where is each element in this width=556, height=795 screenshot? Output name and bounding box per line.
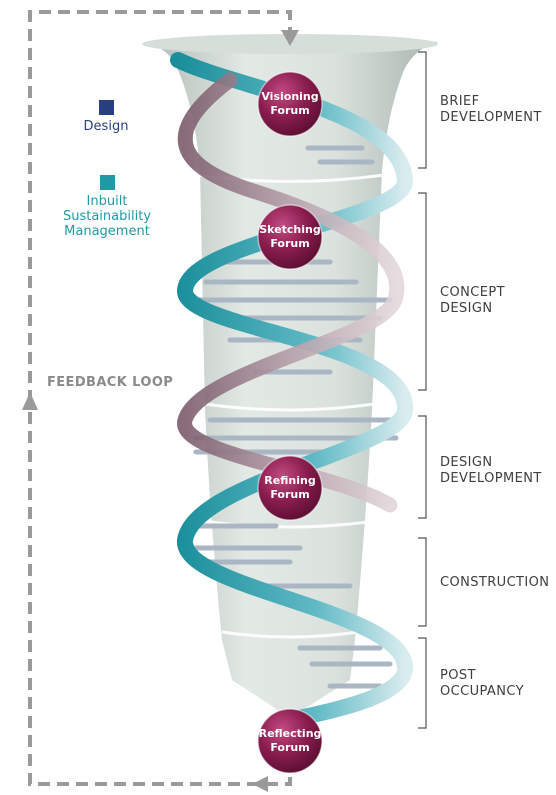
stage-brackets xyxy=(418,51,427,729)
forum-refining-label: Refining Forum xyxy=(264,474,316,501)
feedback-loop-label: FEEDBACK LOOP xyxy=(47,375,174,390)
stage-design-development: DESIGN DEVELOPMENT xyxy=(440,455,542,486)
legend-sustainability: Inbuilt Sustainability Management xyxy=(52,175,162,239)
forum-sketching xyxy=(257,204,323,270)
legend-sustainability-label: Inbuilt Sustainability Management xyxy=(62,194,152,239)
legend-design: Design xyxy=(76,100,136,134)
design-swatch xyxy=(98,100,114,115)
stage-concept-design: CONCEPT DESIGN xyxy=(440,285,505,316)
feedback-loop xyxy=(28,10,292,786)
feedback-arrow-left xyxy=(22,392,38,410)
forum-reflecting-label: Reflecting Forum xyxy=(258,727,322,754)
forum-reflecting xyxy=(257,708,323,774)
stage-brief-development: BRIEF DEVELOPMENT xyxy=(440,94,542,125)
stage-post-occupancy: POST OCCUPANCY xyxy=(440,668,524,699)
forum-visioning-label: Visioning Forum xyxy=(261,90,319,117)
feedback-arrow-bottom xyxy=(252,776,268,792)
helix xyxy=(170,52,413,728)
forum-spheres xyxy=(257,71,323,774)
forum-sketching-label: Sketching Forum xyxy=(259,223,321,250)
helix-mauve-strand xyxy=(177,72,405,513)
helix-teal-strand xyxy=(170,52,413,728)
legend-design-label: Design xyxy=(83,119,129,134)
stage-construction: CONSTRUCTION xyxy=(440,575,550,590)
forum-visioning xyxy=(257,71,323,137)
forum-refining xyxy=(257,455,323,521)
sustainability-swatch xyxy=(99,175,115,190)
feedback-arrow-top xyxy=(281,30,299,46)
